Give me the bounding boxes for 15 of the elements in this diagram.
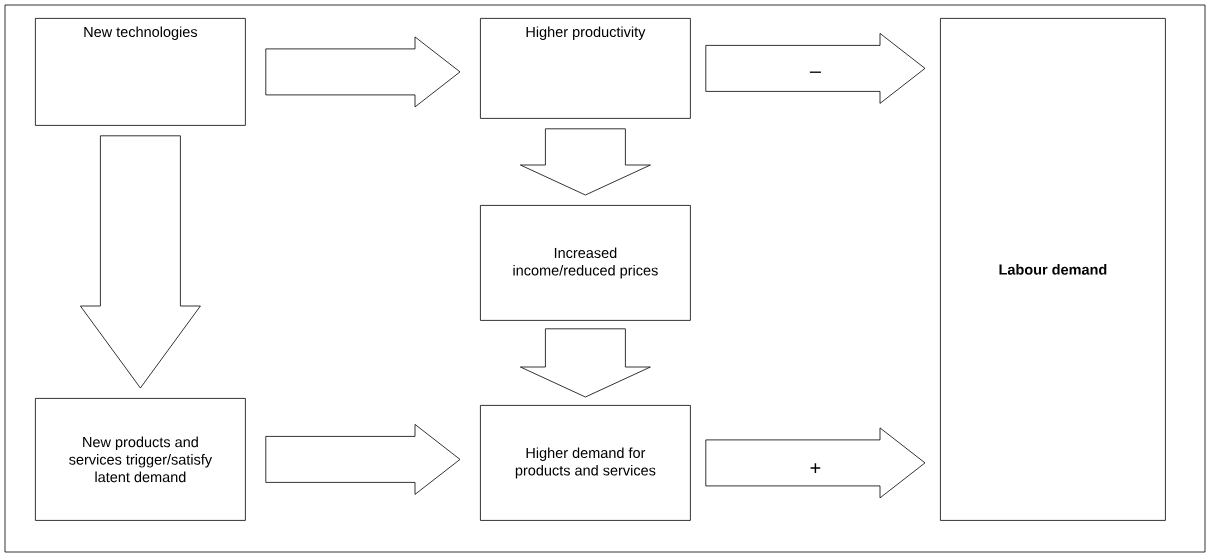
process-box: Increased income/reduced prices <box>480 205 691 321</box>
block-arrow <box>705 427 926 499</box>
block-arrow <box>705 33 926 104</box>
process-box: Higher productivity <box>480 18 691 119</box>
process-box: Higher demand for products and services <box>480 405 691 521</box>
edge-label: – <box>808 70 822 79</box>
block-arrow <box>80 135 201 389</box>
block-arrow <box>520 328 651 398</box>
block-arrow <box>520 128 651 196</box>
block-arrow <box>265 36 461 108</box>
block-arrow <box>265 424 461 495</box>
process-box: New products and services trigger/satisfy latent demand <box>35 398 246 521</box>
edge-label: + <box>808 462 823 476</box>
process-box: Labour demand <box>940 18 1166 521</box>
process-box: New technologies <box>35 18 246 126</box>
